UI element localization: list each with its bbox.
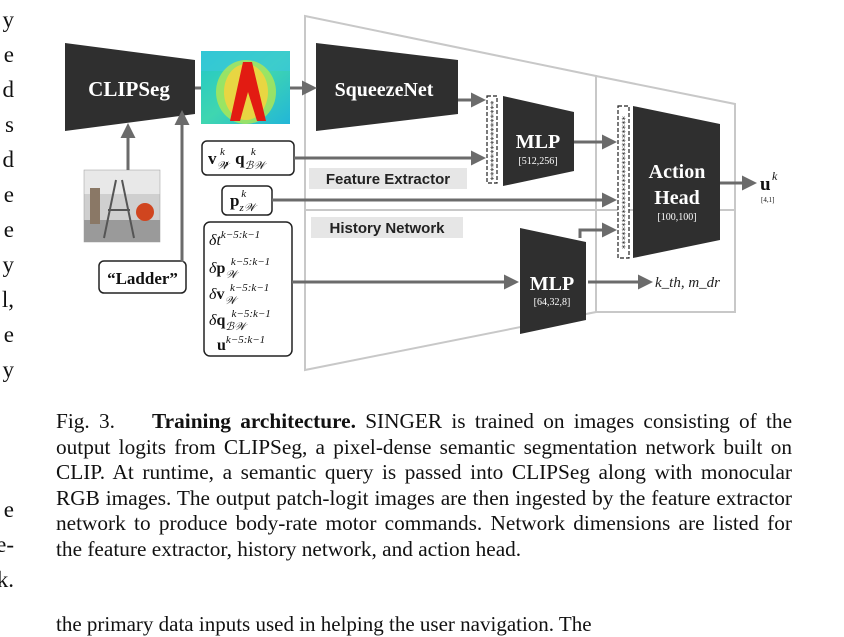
history-input: δtk−5:k−1 δp𝒲k−5:k−1 δv𝒲k−5:k−1 δqℬ𝒲k−5:… — [203, 221, 293, 357]
mlp-history-block: MLP [64,32,8] — [520, 228, 586, 334]
action-head-label-2: Head — [654, 187, 700, 209]
output-command: u k [4,1] — [760, 169, 778, 204]
action-head-label-1: Action — [649, 161, 706, 183]
caption-text: SINGER is trained on images consisting o… — [56, 409, 793, 561]
squeezenet-block: SqueezeNet — [316, 43, 458, 131]
query-label: “Ladder” — [107, 269, 178, 288]
action-head-dims: [100,100] — [657, 212, 696, 223]
mlp2-dims: [64,32,8] — [534, 297, 571, 308]
margin-fragment: y — [2, 7, 15, 32]
margin-fragment: s — [5, 112, 14, 137]
mlp1-label: MLP — [516, 131, 560, 153]
velocity-quaternion-input: v𝒲k,qℬ𝒲k — [201, 140, 295, 176]
svg-text:∗∗∗∗∗∗∗∗∗∗∗∗∗∗∗∗∗∗: ∗∗∗∗∗∗∗∗∗∗∗∗∗∗∗∗∗∗ — [488, 100, 497, 180]
figure-caption: Fig. 3. Training architecture. SINGER is… — [56, 409, 792, 563]
margin-fragment: e — [3, 182, 14, 207]
mlp1-dims: [512,256] — [518, 156, 557, 167]
squeezenet-label: SqueezeNet — [335, 79, 434, 101]
output-aux: k_th, m_dr — [655, 275, 720, 291]
svg-text:pz𝒲k: pz𝒲k — [230, 188, 258, 214]
clipseg-block: CLIPSeg — [65, 43, 195, 131]
mlp2-label: MLP — [530, 273, 574, 295]
mlp-feature-block: MLP [512,256] — [503, 96, 574, 186]
margin-fragment: d — [2, 147, 15, 172]
data-flow-arrows — [120, 80, 757, 290]
segmentation-heatmap — [201, 51, 290, 124]
svg-text:u: u — [760, 174, 771, 195]
margin-fragment: e — [3, 217, 14, 242]
clipseg-label: CLIPSeg — [88, 77, 170, 101]
figure-number: Fig. 3. — [56, 409, 115, 433]
history-network-tag: History Network — [311, 217, 463, 238]
margin-fragment: e — [3, 42, 14, 67]
rgb-camera-image — [83, 169, 161, 243]
margin-fragment: y — [2, 252, 15, 277]
architecture-diagram: CLIPSeg SqueezeNet “Ladder” v𝒲k,qℬ𝒲k — [65, 14, 778, 372]
caption-title: Training architecture. — [152, 409, 356, 433]
feature-extractor-label: Feature Extractor — [326, 171, 450, 188]
query-box: “Ladder” — [98, 260, 187, 294]
margin-fragment: e — [3, 322, 14, 347]
svg-text:v𝒲k,qℬ𝒲k: v𝒲k,qℬ𝒲k — [208, 146, 267, 172]
concat-vector-1: ∗∗∗∗∗∗∗∗∗∗∗∗∗∗∗∗∗∗ — [486, 95, 498, 184]
margin-fragment: l, — [1, 287, 14, 312]
position-input: pz𝒲k — [221, 185, 273, 216]
next-paragraph-fragment: the primary data inputs used in helping … — [56, 612, 592, 636]
margin-fragment: e- — [0, 532, 14, 557]
margin-fragment: e — [3, 497, 14, 522]
output-aux-label: k_th, m_dr — [655, 275, 720, 291]
svg-text:∗∗∗∗∗∗∗∗∗∗∗∗∗∗∗∗∗∗∗∗∗∗∗∗∗∗∗∗∗∗: ∗∗∗∗∗∗∗∗∗∗∗∗∗∗∗∗∗∗∗∗∗∗∗∗∗∗∗∗∗∗ — [619, 115, 628, 249]
history-network-label: History Network — [329, 220, 445, 237]
action-head-block: Action Head [100,100] — [633, 106, 720, 258]
output-dims: [4,1] — [761, 196, 774, 204]
feature-extractor-tag: Feature Extractor — [309, 168, 467, 189]
margin-fragment: d — [2, 77, 15, 102]
margin-fragment: k. — [0, 567, 14, 592]
margin-fragment: y — [2, 357, 15, 382]
svg-text:δtk−5:k−1 δp𝒲k−5:k−1: δtk−5:k−1 δp𝒲k−5:k−1 δv𝒲k−5:k−1 δqℬ𝒲k−5:… — [209, 225, 275, 354]
concat-vector-2: ∗∗∗∗∗∗∗∗∗∗∗∗∗∗∗∗∗∗∗∗∗∗∗∗∗∗∗∗∗∗ — [617, 105, 630, 259]
svg-text:k: k — [772, 169, 778, 183]
